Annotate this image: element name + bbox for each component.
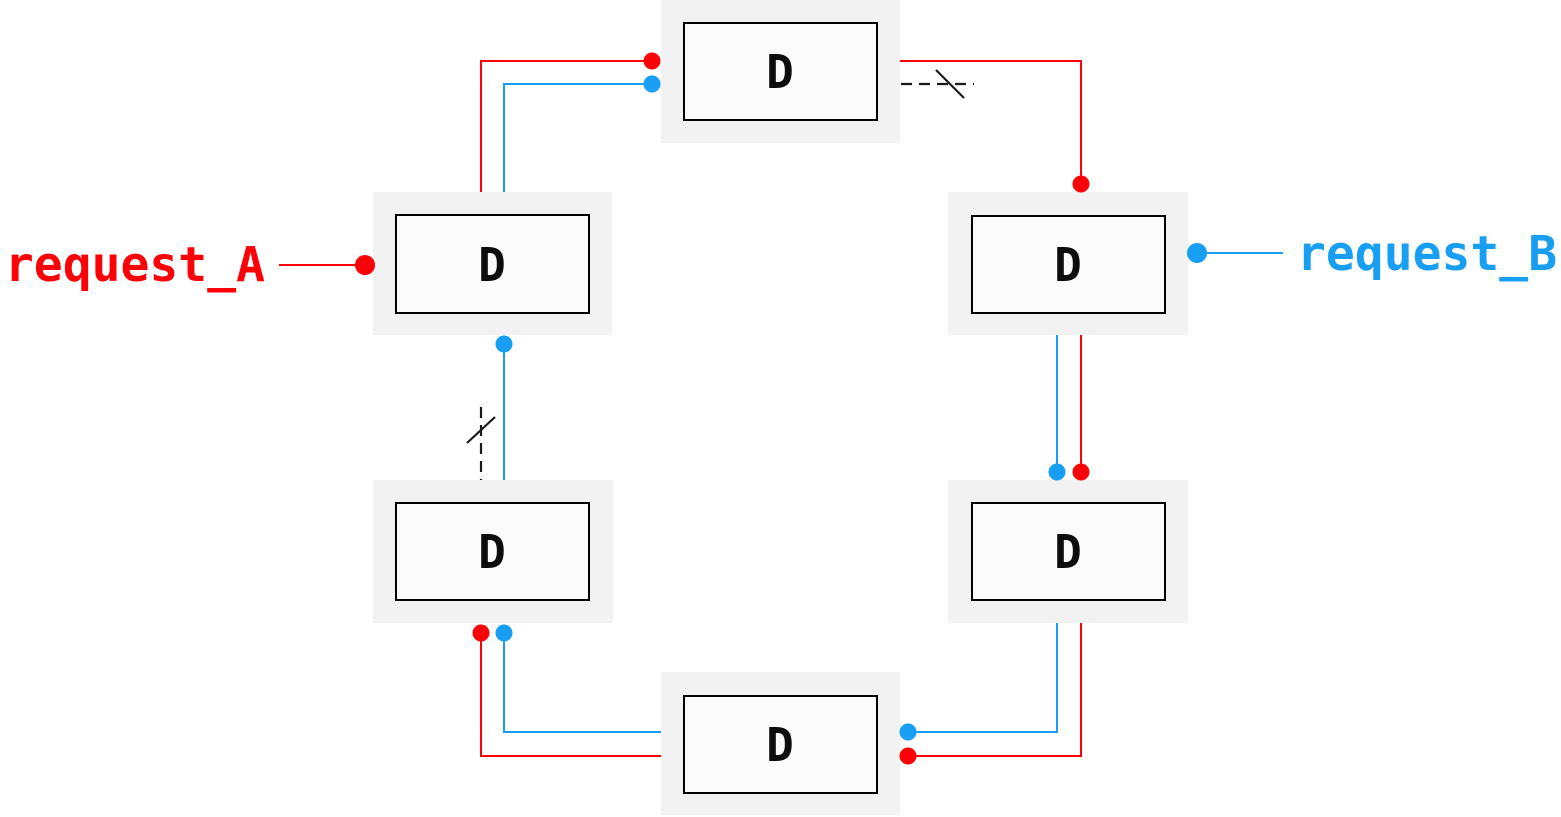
node-label: D — [478, 525, 506, 579]
break-slash-icon-left — [466, 416, 496, 444]
delay-node-top: D — [661, 0, 900, 143]
node-box — [683, 695, 878, 794]
node-box — [683, 22, 878, 121]
node-box — [971, 502, 1166, 601]
node-label: D — [766, 718, 794, 772]
node-label: D — [766, 45, 794, 99]
blue-port-dot-upperleft-in — [495, 335, 513, 353]
delay-node-upper-left: D — [373, 192, 612, 335]
request-a-label: request_A — [5, 237, 265, 293]
break-slash-icon-top — [935, 69, 965, 99]
blue-port-dot-bottom-in — [899, 723, 917, 741]
wire-blue-bottom-to-lowerleft — [503, 633, 661, 733]
node-box — [971, 215, 1166, 314]
red-channel-wires — [279, 60, 1082, 757]
wire-red-top-to-upperright — [900, 60, 1082, 184]
red-port-dot-top-in — [643, 52, 661, 70]
node-box — [395, 502, 590, 601]
blue-channel-wires — [503, 83, 1283, 733]
broken-wire-marks — [466, 69, 974, 481]
wire-blue-lowerright-to-bottom — [908, 623, 1058, 733]
wire-red-upperleft-to-top — [480, 60, 652, 192]
node-box — [395, 214, 590, 314]
delay-node-lower-left: D — [373, 480, 613, 623]
blue-port-dot-lowerright-in — [1048, 463, 1066, 481]
red-port-dot-lowerleft-in — [472, 624, 490, 642]
blue-port-dot-request-b — [1187, 243, 1207, 263]
wire-blue-upperleft-to-top — [503, 83, 652, 192]
blue-port-dot-lowerleft-in — [495, 624, 513, 642]
red-port-dot-request-a — [355, 255, 375, 275]
delay-node-upper-right: D — [948, 192, 1188, 335]
red-port-dot-upperright-in — [1072, 175, 1090, 193]
blue-port-dot-top-in — [643, 75, 661, 93]
node-label: D — [1054, 525, 1082, 579]
node-label: D — [1054, 238, 1082, 292]
delay-node-bottom: D — [661, 672, 900, 815]
wire-red-bottom-to-lowerleft — [480, 633, 661, 757]
wire-red-lowerright-to-bottom — [908, 623, 1082, 757]
delay-node-lower-right: D — [948, 480, 1188, 623]
red-port-dot-bottom-in — [899, 747, 917, 765]
red-port-dots — [355, 52, 1090, 765]
red-port-dot-lowerright-in — [1072, 463, 1090, 481]
blue-port-dots — [495, 75, 1207, 741]
node-label: D — [478, 238, 506, 292]
request-b-label: request_B — [1297, 226, 1557, 282]
